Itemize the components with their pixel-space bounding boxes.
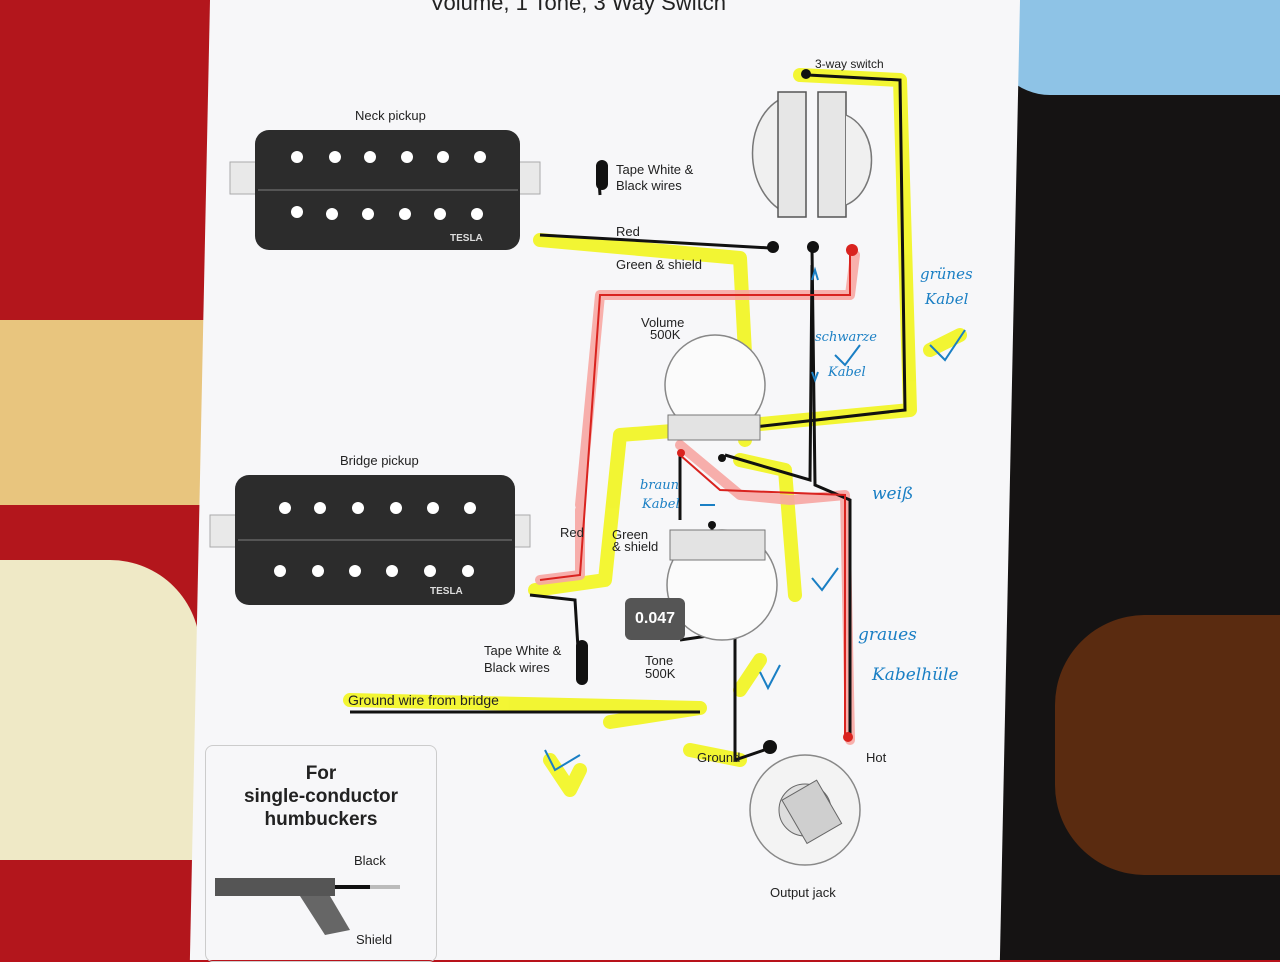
control-cavity bbox=[1055, 615, 1280, 875]
tone-label: Tone bbox=[645, 653, 674, 668]
tone-value-label: 500K bbox=[645, 666, 676, 681]
bridge-pickup-label: Bridge pickup bbox=[340, 453, 419, 468]
neck-tape-label-1: Tape White & bbox=[616, 162, 694, 177]
output-jack-graphic bbox=[749, 754, 861, 866]
volume-pot bbox=[664, 334, 766, 441]
capacitor-label: 0.047 bbox=[625, 598, 685, 640]
neck-pickup-label: Neck pickup bbox=[355, 108, 426, 123]
guitar-neck bbox=[0, 320, 230, 505]
handwritten-kabel-brown: Kabel bbox=[642, 497, 680, 512]
handwritten-checkmarks bbox=[544, 266, 966, 772]
handwritten-graues: graues bbox=[858, 625, 917, 645]
pickguard bbox=[0, 560, 200, 860]
handwritten-braun: braun bbox=[640, 478, 680, 493]
output-jack-label: Output jack bbox=[770, 885, 836, 900]
three-way-switch bbox=[751, 91, 873, 218]
bridge-pickup-graphic bbox=[209, 475, 588, 685]
handwritten-kabel-right: Kabel bbox=[925, 290, 969, 308]
neck-pickup-graphic bbox=[229, 130, 608, 250]
diagram-title: Volume, 1 Tone, 3 Way Switch bbox=[430, 0, 726, 15]
volume-label: Volume bbox=[641, 315, 685, 330]
blue-surface bbox=[990, 0, 1280, 95]
neck-red-label: Red bbox=[616, 224, 640, 239]
bridge-tape-label-1: Tape White & bbox=[484, 643, 562, 658]
handwritten-kabel-mid: Kabel bbox=[828, 365, 866, 380]
volume-value-label: 500K bbox=[650, 327, 681, 342]
hot-label: Hot bbox=[866, 750, 887, 765]
red-wire-traces bbox=[539, 255, 851, 740]
handwritten-gruenes: grünes bbox=[920, 265, 973, 283]
bridge-red-label: Red bbox=[560, 525, 584, 540]
bridge-pickup-brand: TESLA bbox=[430, 586, 463, 597]
bridge-green-label: Green bbox=[612, 527, 649, 542]
inset-shield-label: Shield bbox=[356, 932, 393, 947]
three-way-switch-label: 3-way switch bbox=[815, 57, 884, 71]
handwritten-schwarze: schwarze bbox=[815, 330, 877, 345]
single-conductor-cable-graphic bbox=[215, 878, 400, 935]
handwritten-weiss: weiß bbox=[872, 484, 914, 504]
inset-black-label: Black bbox=[354, 853, 386, 868]
neck-tape-label-2: Black wires bbox=[616, 178, 682, 193]
ground-label: Ground bbox=[697, 750, 741, 765]
bridge-shield-label: & shield bbox=[612, 539, 659, 554]
handwritten-kabelhuelle: Kabelhüle bbox=[872, 665, 959, 685]
bridge-tape-label-2: Black wires bbox=[484, 660, 550, 675]
neck-green-shield-label: Green & shield bbox=[616, 257, 702, 272]
inset-title: For single-conductor humbuckers bbox=[243, 763, 399, 830]
neck-pickup-brand: TESLA bbox=[450, 233, 483, 244]
ground-wire-from-bridge-label: Ground wire from bridge bbox=[348, 692, 499, 708]
tone-pot bbox=[666, 529, 778, 641]
